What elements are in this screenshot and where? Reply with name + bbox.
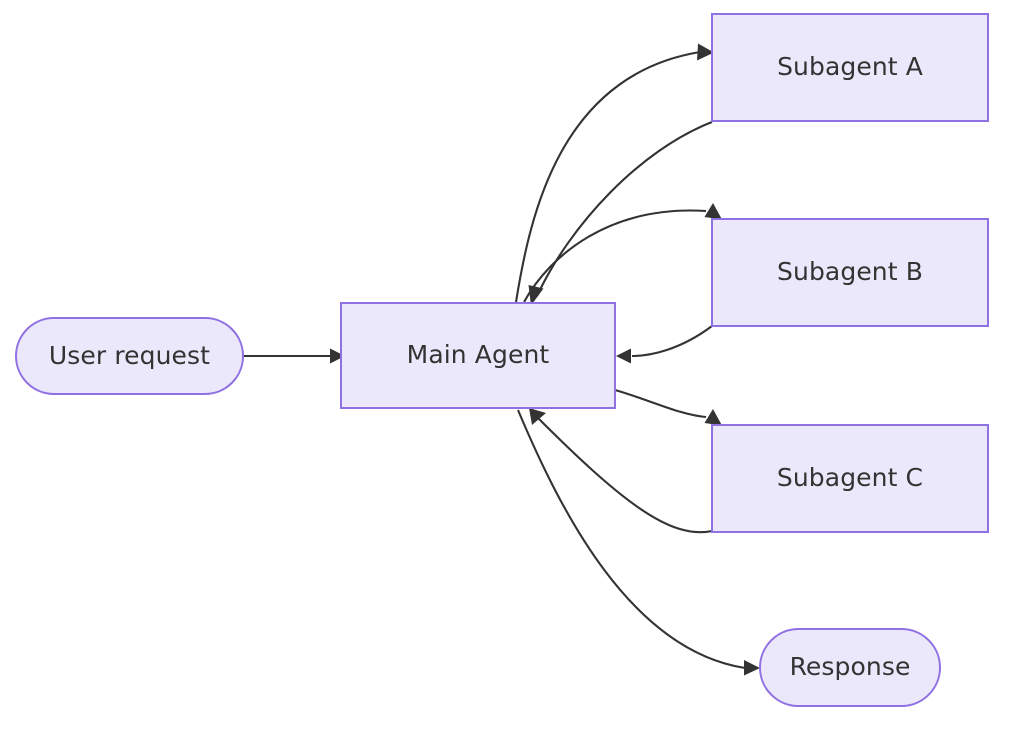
- edge-path: [523, 209, 707, 303]
- edge-user-request-to-main-agent: [243, 348, 345, 364]
- node-label: Subagent A: [777, 52, 923, 81]
- node-label: Subagent B: [777, 257, 923, 286]
- node-shape-rectangle: [711, 424, 989, 533]
- edge-path: [517, 409, 746, 670]
- node-label: User request: [49, 341, 210, 370]
- edge-path: [514, 50, 701, 303]
- node-label: Subagent C: [777, 463, 923, 492]
- node-label: Response: [790, 652, 911, 681]
- edge-path: [631, 325, 713, 358]
- edge-subagent-b-to-main-agent: [616, 325, 713, 364]
- edge-main-agent-to-response: [517, 409, 760, 676]
- edge-path: [537, 417, 713, 534]
- arrowhead-icon: [616, 348, 631, 364]
- node-shape-rectangle: [340, 302, 616, 409]
- arrowhead-icon: [704, 409, 722, 426]
- arrowhead-icon: [330, 348, 345, 364]
- node-shape-rectangle: [711, 13, 989, 122]
- node-main-agent[interactable]: Main Agent: [340, 302, 616, 409]
- arrowhead-icon: [697, 43, 714, 61]
- edge-path: [614, 388, 707, 419]
- edge-subagent-c-to-main-agent: [529, 408, 713, 534]
- node-shape-rectangle: [711, 218, 989, 327]
- node-subagent-c[interactable]: Subagent C: [711, 424, 989, 533]
- node-label: Main Agent: [407, 340, 550, 369]
- node-response[interactable]: Response: [759, 628, 941, 707]
- edge-main-agent-to-subagent-a: [514, 43, 714, 303]
- arrowhead-icon: [529, 408, 546, 425]
- node-subagent-b[interactable]: Subagent B: [711, 218, 989, 327]
- node-subagent-a[interactable]: Subagent A: [711, 13, 989, 122]
- edge-path: [536, 121, 713, 297]
- edge-subagent-a-to-main-agent: [528, 121, 713, 306]
- node-shape-stadium: [15, 317, 244, 395]
- arrowhead-icon: [744, 660, 760, 676]
- node-shape-stadium: [759, 628, 941, 707]
- edge-main-agent-to-subagent-c: [614, 388, 722, 426]
- arrowhead-icon: [704, 203, 722, 220]
- node-user-request[interactable]: User request: [15, 317, 244, 395]
- edge-main-agent-to-subagent-b: [523, 203, 722, 303]
